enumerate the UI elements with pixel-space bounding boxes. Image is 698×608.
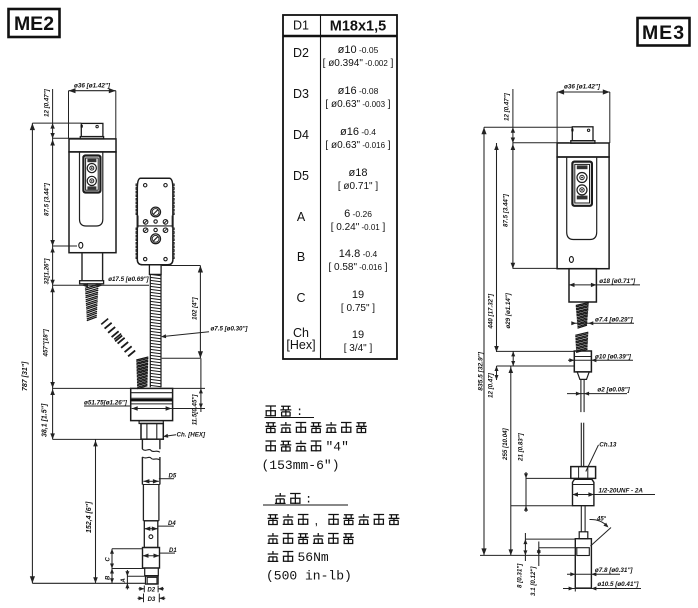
svg-text:6 -0.26: 6 -0.26 bbox=[344, 208, 372, 220]
svg-text:3.1 [0.12"]: 3.1 [0.12"] bbox=[530, 566, 537, 596]
svg-text:M18x1,5: M18x1,5 bbox=[330, 19, 386, 35]
svg-text:87.5 [3.44"]: 87.5 [3.44"] bbox=[44, 182, 51, 216]
svg-text:56Nm: 56Nm bbox=[298, 550, 329, 565]
svg-text:C: C bbox=[296, 291, 305, 305]
svg-text:D3: D3 bbox=[148, 597, 156, 603]
svg-text:14.8 -0.4: 14.8 -0.4 bbox=[339, 248, 378, 260]
svg-text:[ ø0.394" -0.002 ]: [ ø0.394" -0.002 ] bbox=[323, 58, 394, 69]
svg-text:32[1.26"]: 32[1.26"] bbox=[44, 258, 51, 285]
svg-text:152,4 [6"]: 152,4 [6"] bbox=[86, 501, 93, 533]
svg-text:38,1 [1.5"]: 38,1 [1.5"] bbox=[42, 403, 49, 437]
svg-text:[Hex]: [Hex] bbox=[286, 338, 315, 352]
svg-text:[ 3/4" ]: [ 3/4" ] bbox=[344, 343, 373, 354]
svg-text:D2: D2 bbox=[147, 587, 155, 593]
svg-text:D4: D4 bbox=[293, 128, 309, 142]
svg-text:787 [31"]: 787 [31"] bbox=[22, 361, 29, 391]
svg-text:D3: D3 bbox=[293, 87, 309, 101]
svg-text:D5: D5 bbox=[169, 474, 177, 480]
svg-text:[ 0.58" -0.016 ]: [ 0.58" -0.016 ] bbox=[328, 262, 387, 273]
svg-text:255 [10.04]: 255 [10.04] bbox=[502, 427, 509, 461]
svg-text:12 [0.47"]: 12 [0.47"] bbox=[44, 88, 51, 117]
svg-text:ø2 [ø0.08"]: ø2 [ø0.08"] bbox=[597, 387, 630, 394]
svg-text:ø16 -0.08: ø16 -0.08 bbox=[338, 85, 379, 97]
svg-text:8 [0.31"]: 8 [0.31"] bbox=[517, 563, 524, 588]
svg-text:ø10 -0.05: ø10 -0.05 bbox=[338, 44, 379, 56]
svg-text:D5: D5 bbox=[293, 169, 309, 183]
svg-text:440 [17.32"]: 440 [17.32"] bbox=[488, 293, 495, 330]
svg-text:835.5 [32.9"]: 835.5 [32.9"] bbox=[478, 351, 485, 390]
svg-text:ø18 [ø0.71"]: ø18 [ø0.71"] bbox=[599, 278, 636, 285]
svg-text:ø29 [ø1.14"]: ø29 [ø1.14"] bbox=[505, 292, 512, 328]
svg-text:12 [0.47]: 12 [0.47] bbox=[488, 372, 495, 398]
svg-text:ø10 [ø0.39"]: ø10 [ø0.39"] bbox=[595, 354, 632, 361]
svg-text:(500 in-lb): (500 in-lb) bbox=[266, 569, 352, 584]
svg-text:D2: D2 bbox=[293, 46, 309, 60]
svg-text:19: 19 bbox=[352, 289, 364, 301]
svg-text:(153mm-6"): (153mm-6") bbox=[262, 458, 340, 473]
svg-text:ø7.8 [ø0.31"]: ø7.8 [ø0.31"] bbox=[595, 567, 634, 574]
svg-text:A: A bbox=[297, 210, 306, 224]
svg-text:D1: D1 bbox=[293, 19, 309, 33]
svg-text:D4: D4 bbox=[168, 521, 176, 527]
svg-text:ø17.5 [ø0.69"]: ø17.5 [ø0.69"] bbox=[108, 276, 149, 283]
svg-text:ø7.4 [ø0.29"]: ø7.4 [ø0.29"] bbox=[595, 317, 634, 324]
svg-text:ME3: ME3 bbox=[642, 22, 685, 44]
svg-text:[ 0.75" ]: [ 0.75" ] bbox=[341, 303, 375, 314]
svg-text:ø10.5 [ø0.41"]: ø10.5 [ø0.41"] bbox=[597, 581, 639, 588]
svg-text:12 [0.47"]: 12 [0.47"] bbox=[504, 92, 511, 121]
svg-text:C: C bbox=[106, 557, 112, 562]
svg-text:102 [4"]: 102 [4"] bbox=[192, 297, 199, 320]
svg-text::: : bbox=[305, 493, 312, 507]
svg-text:21 [0.83"]: 21 [0.83"] bbox=[517, 432, 524, 462]
svg-text:ME2: ME2 bbox=[14, 13, 54, 35]
svg-text:457"[18"]: 457"[18"] bbox=[43, 328, 50, 357]
svg-text:,: , bbox=[315, 513, 319, 528]
svg-text:A: A bbox=[121, 578, 127, 583]
svg-text:ø16 -0.4: ø16 -0.4 bbox=[340, 126, 376, 138]
svg-text:19: 19 bbox=[352, 329, 364, 341]
svg-text:ø7.5 [ø0.30"]: ø7.5 [ø0.30"] bbox=[211, 326, 249, 333]
svg-text:[ ø0.63" -0.016 ]: [ ø0.63" -0.016 ] bbox=[325, 140, 390, 151]
svg-text:[ ø0.63" -0.003 ]: [ ø0.63" -0.003 ] bbox=[325, 99, 390, 110]
svg-text:Ch.13: Ch.13 bbox=[599, 442, 617, 449]
svg-text:45°: 45° bbox=[596, 517, 607, 523]
svg-text:Ch: Ch bbox=[293, 326, 309, 340]
svg-text:ø36 [ø1.42"]: ø36 [ø1.42"] bbox=[74, 83, 111, 90]
svg-text:ø36 [ø1.42"]: ø36 [ø1.42"] bbox=[564, 84, 601, 91]
svg-text:[ ø0.71" ]: [ ø0.71" ] bbox=[338, 181, 378, 192]
svg-text:"4": "4" bbox=[326, 440, 349, 455]
svg-text:ø51.75[ø1.26"]: ø51.75[ø1.26"] bbox=[84, 400, 128, 407]
svg-text:87.5 [3.44"]: 87.5 [3.44"] bbox=[503, 193, 510, 227]
svg-text:1/2-20UNF - 2A: 1/2-20UNF - 2A bbox=[599, 487, 644, 494]
svg-text:11.5[0.45"]: 11.5[0.45"] bbox=[192, 394, 199, 426]
svg-text:[ 0.24" -0.01 ]: [ 0.24" -0.01 ] bbox=[331, 222, 386, 233]
svg-text:B: B bbox=[297, 250, 305, 264]
svg-text::: : bbox=[296, 405, 303, 419]
svg-text:ø18: ø18 bbox=[349, 167, 368, 179]
svg-text:D1: D1 bbox=[169, 548, 177, 554]
svg-text:B: B bbox=[106, 575, 112, 580]
svg-text:Ch. [HEX]: Ch. [HEX] bbox=[177, 432, 206, 439]
